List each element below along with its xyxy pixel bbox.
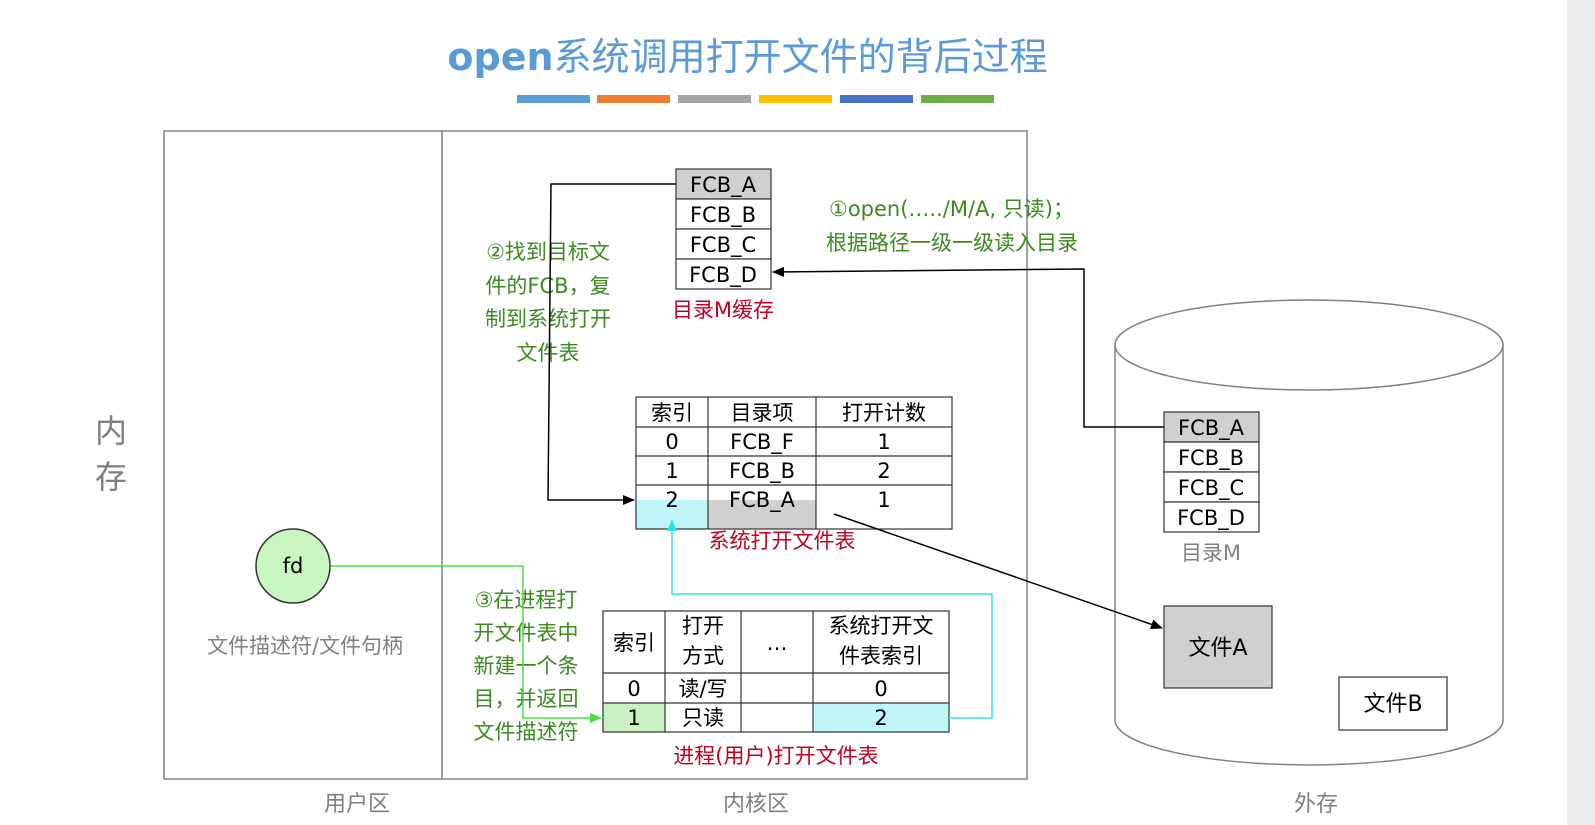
- step2-line4: 文件表: [517, 341, 580, 365]
- title-bar-3: [678, 95, 751, 103]
- disk-dir-list: FCB_A FCB_B FCB_C FCB_D: [1163, 411, 1260, 533]
- step1-line2: 根据路径一级一级读入目录: [826, 231, 1078, 255]
- dir-cache-item: FCB_C: [690, 233, 756, 258]
- title-bar-1: [517, 95, 590, 103]
- sys-open-file-table: 索引 目录项 打开计数 0 FCB_F 1 1 FCB_B 2 2 FCB_A …: [635, 396, 953, 530]
- arrow-proc-to-systable: [667, 519, 993, 719]
- kernel-region-label: 内核区: [723, 792, 789, 817]
- title-underline-bars: [517, 95, 994, 103]
- arrow-disk-to-cache: [772, 266, 1164, 428]
- proc-table-caption: 进程(用户)打开文件表: [673, 744, 878, 768]
- dir-cache-item: FCB_D: [689, 263, 757, 288]
- proc-cell: 1: [627, 706, 640, 730]
- proc-cell: 0: [627, 677, 640, 701]
- proc-cell: 0: [874, 677, 887, 701]
- dir-cache-item: FCB_B: [690, 203, 756, 228]
- disk-dir-caption: 目录M: [1181, 541, 1241, 565]
- proc-header-mode-1: 打开: [682, 614, 724, 638]
- proc-open-file-table: 索引 打开 方式 … 系统打开文 件表索引 0 读/写 0 1 只读 2: [602, 610, 950, 733]
- file-a-box: [1163, 605, 1273, 689]
- file-b-label: 文件B: [1363, 692, 1422, 717]
- step2-line2: 件的FCB，复: [485, 274, 610, 298]
- memory-frame: [163, 130, 1028, 780]
- external-region-label: 外存: [1294, 792, 1338, 817]
- file-b-box: [1338, 676, 1448, 731]
- arrow-fd-to-proctable: [331, 565, 602, 723]
- title-bar-6: [921, 95, 994, 103]
- dir-cache-list: FCB_A FCB_B FCB_C FCB_D: [675, 168, 772, 290]
- sys-cell: 1: [665, 459, 678, 483]
- sys-header-count: 打开计数: [842, 401, 926, 425]
- step3-line4: 目，并返回: [474, 687, 579, 711]
- file-a-label: 文件A: [1188, 636, 1247, 661]
- proc-cell: 2: [874, 706, 887, 730]
- disk-dir-item: FCB_D: [1177, 506, 1245, 531]
- fd-caption: 文件描述符/文件句柄: [207, 634, 403, 658]
- title-bar-2: [597, 95, 670, 103]
- right-scroll-strip: [1567, 0, 1595, 825]
- proc-cell: 只读: [682, 706, 724, 730]
- title-bar-4: [759, 95, 832, 103]
- arrow-systable-to-filea: [833, 513, 1163, 630]
- user-region-label: 用户区: [324, 792, 390, 817]
- sys-cell: 2: [665, 488, 678, 512]
- sys-cell: FCB_A: [729, 488, 796, 513]
- fd-circle: [255, 528, 331, 604]
- sys-cell: FCB_B: [729, 459, 795, 484]
- proc-header-mode-2: 方式: [682, 644, 724, 668]
- disk-dir-item: FCB_B: [1178, 446, 1244, 471]
- step3-line2: 开文件表中: [474, 621, 579, 645]
- sys-table-caption: 系统打开文件表: [709, 529, 856, 553]
- step2-line3: 制到系统打开: [485, 307, 611, 331]
- sys-header-index: 索引: [651, 401, 693, 425]
- proc-header-ellipsis: …: [767, 631, 788, 655]
- proc-header-sysidx-2: 件表索引: [839, 644, 923, 668]
- step3-line3: 新建一个条: [474, 654, 579, 678]
- proc-header-sysidx-1: 系统打开文: [829, 614, 934, 638]
- step2-line1: ②找到目标文: [486, 240, 610, 264]
- title-bar-5: [840, 95, 913, 103]
- dir-cache-item: FCB_A: [690, 173, 757, 198]
- dir-cache-caption: 目录M缓存: [672, 298, 774, 322]
- memory-label-1: 内: [95, 412, 127, 450]
- sys-header-entry: 目录项: [731, 401, 794, 425]
- step3-line1: ③在进程打: [475, 588, 578, 612]
- proc-cell: 读/写: [678, 677, 727, 701]
- disk-dir-item: FCB_A: [1178, 416, 1245, 441]
- sys-cell: 1: [877, 488, 890, 512]
- sys-cell: 2: [877, 459, 890, 483]
- step3-line5: 文件描述符: [474, 720, 579, 744]
- sys-cell: FCB_F: [730, 430, 794, 455]
- proc-header-index: 索引: [613, 631, 655, 655]
- fd-label: fd: [283, 554, 304, 578]
- arrow-cache-to-systable: [547, 183, 676, 505]
- page-title: open系统调用打开文件的背后过程: [447, 35, 1048, 79]
- sys-cell: 1: [877, 430, 890, 454]
- sys-cell: 0: [665, 430, 678, 454]
- step1-line1: ①open(…../M/A, 只读)；: [829, 197, 1074, 221]
- disk-dir-item: FCB_C: [1178, 476, 1244, 501]
- memory-label-2: 存: [95, 458, 127, 496]
